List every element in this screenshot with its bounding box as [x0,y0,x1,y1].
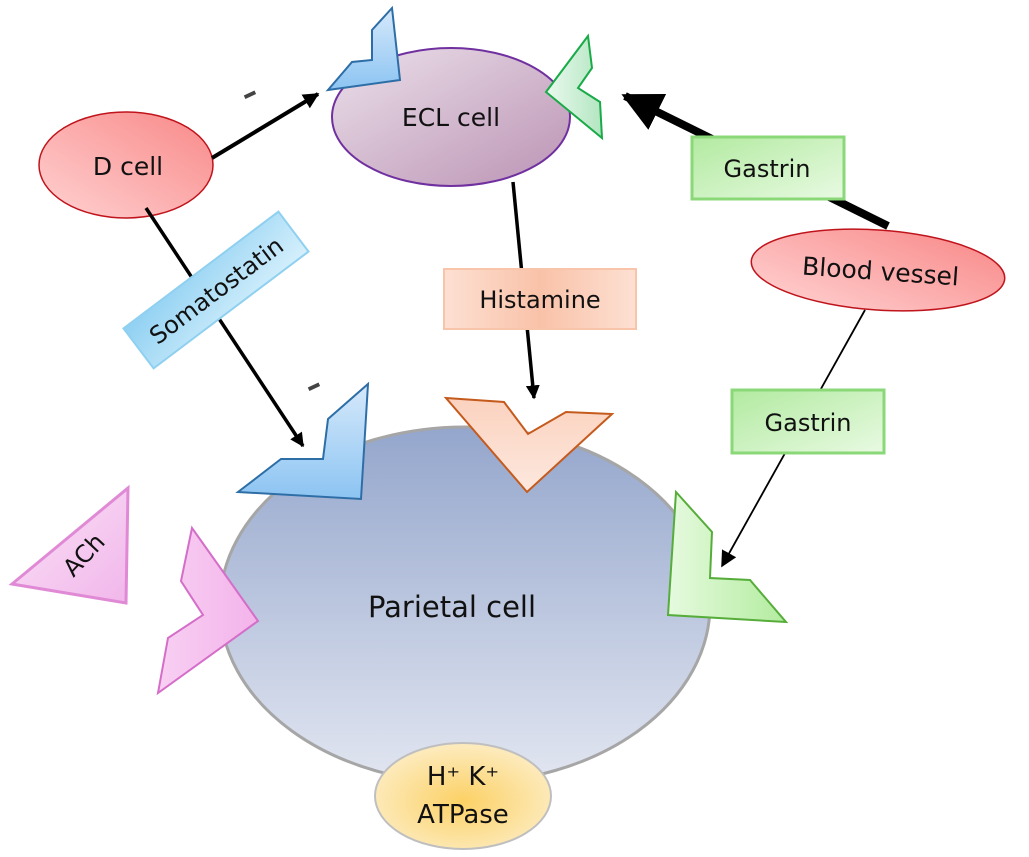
d-cell-body [38,111,214,219]
gastrin-box-bottom [730,388,886,455]
ecl-cell-label: ECL cell [402,103,500,132]
histamine-label: Histamine [479,286,600,314]
ach-ligand: ACh [8,484,130,605]
ecl-cell: ECL cell [331,47,571,187]
gastrin-receptor-ecl [544,33,604,141]
somatostatin-label-box: Somatostatin [122,210,310,370]
histamine-box [443,268,637,330]
ach-ligand-shape [8,484,130,605]
d-cell-label: D cell [93,152,163,181]
histamine-receptor-parietal [443,396,615,494]
gastrin-label-bottom: Gastrin [765,409,852,437]
ach-receptor-parietal [156,525,260,696]
proton-pump: H⁺ K⁺ ATPase [374,742,552,850]
somatostatin-receptor-ecl [325,5,402,92]
gastrin-label-box-top: Gastrin [690,135,846,201]
gastrin-label-box-bottom: Gastrin [730,388,886,455]
somatostatin-box [122,210,310,370]
arrow-dcell-to-parietal [144,207,305,448]
inhibition-mark-parietal: – [299,367,327,405]
proton-pump-label-line1: H⁺ K⁺ [427,762,499,792]
gastrin-receptor-parietal [666,489,789,624]
d-cell: D cell [38,111,214,219]
blood-vessel: Blood vessel [750,228,1006,312]
proton-pump-body [374,742,552,850]
arrow-dcell-to-ecl [210,92,320,160]
histamine-label-box: Histamine [443,268,637,330]
inhibition-mark-ecl: – [235,75,263,113]
gastrin-box-top [690,135,846,201]
somatostatin-label: Somatostatin [144,231,289,350]
somatostatin-receptor-parietal [235,381,370,501]
proton-pump-label-line2: ATPase [417,800,509,830]
blood-vessel-body [750,228,1006,312]
ecl-cell-body [331,47,571,187]
gastrin-label-top: Gastrin [724,155,811,183]
parietal-cell-label: Parietal cell [368,590,536,624]
